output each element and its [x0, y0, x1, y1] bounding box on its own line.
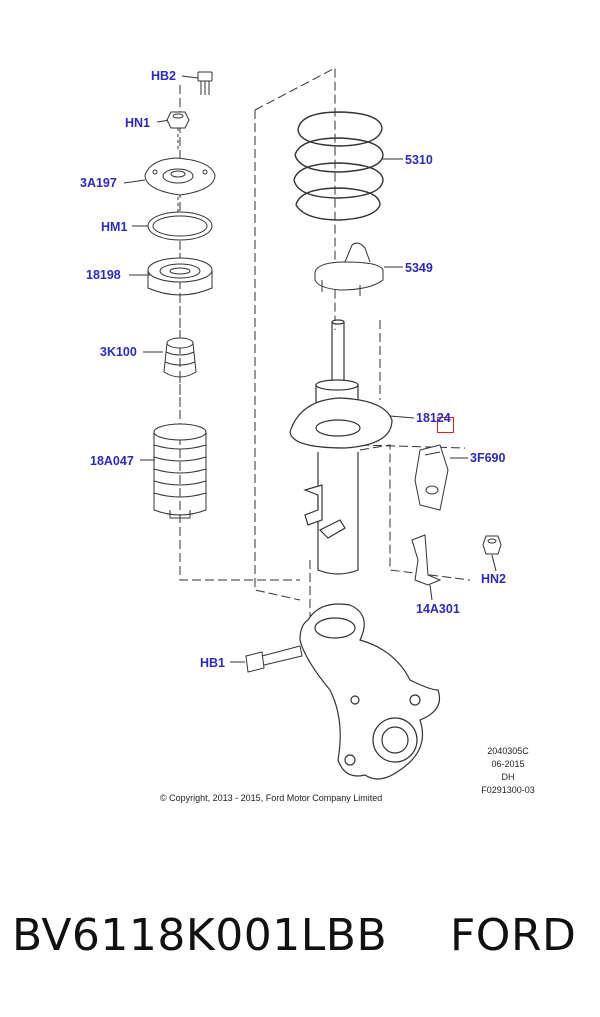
callout-18124[interactable]: 18124: [416, 411, 451, 425]
hn2-nut: [482, 535, 502, 555]
callout-hb2[interactable]: HB2: [151, 69, 177, 83]
bracket-3f690: [414, 444, 449, 511]
assembly-outline-left: [179, 85, 300, 581]
top-mount-plate: [144, 157, 216, 212]
dust-boot: [153, 423, 207, 519]
highlight-box: [437, 417, 454, 433]
assembly-outline-top: [254, 67, 336, 330]
callout-hn1[interactable]: HN1: [125, 116, 151, 130]
part-number: BV6118K001LBB: [12, 910, 388, 961]
callout-hb1[interactable]: HB1: [200, 656, 226, 670]
bump-stop: [163, 337, 197, 418]
meta-ref: 2040305C: [487, 746, 529, 756]
hm1-ring: [147, 211, 213, 256]
strut-body: [289, 319, 393, 575]
callout-hm1[interactable]: HM1: [101, 220, 128, 234]
meta-code: DH: [501, 772, 515, 782]
copyright-notice: © Copyright, 2013 - 2015, Ford Motor Com…: [160, 793, 383, 803]
callout-3f690[interactable]: 3F690: [470, 451, 506, 465]
spring-insulator: [314, 242, 384, 296]
meta-figure: F0291300-03: [481, 785, 535, 795]
hb1-bolt: [245, 645, 303, 673]
bracket-14a301: [411, 534, 442, 586]
callout-14a301[interactable]: 14A301: [416, 602, 460, 616]
callout-5310[interactable]: 5310: [405, 153, 433, 167]
hn1-nut: [166, 111, 190, 150]
hb2-bolt: [197, 71, 213, 95]
brand-name: FORD: [450, 910, 577, 961]
callout-18a047[interactable]: 18A047: [90, 454, 134, 468]
coil-spring: [293, 111, 384, 221]
callout-3k100[interactable]: 3K100: [100, 345, 137, 359]
callout-5349[interactable]: 5349: [405, 261, 433, 275]
strut-bearing: [147, 257, 213, 335]
meta-date: 06-2015: [491, 759, 525, 769]
steering-knuckle: [299, 603, 441, 780]
callout-3a197[interactable]: 3A197: [80, 176, 117, 190]
callout-18198[interactable]: 18198: [86, 268, 121, 282]
callout-hn2[interactable]: HN2: [481, 572, 507, 586]
